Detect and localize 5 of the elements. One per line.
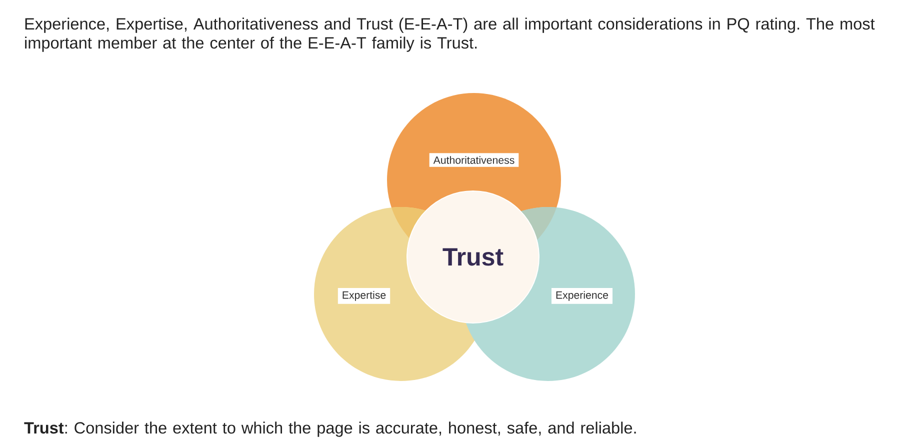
label-tag: Expertise <box>338 288 390 304</box>
definition-note: Trust: Consider the extent to which the page is accurate, honest, safe, and reliable. <box>24 422 636 437</box>
label-tag: Authoritativeness <box>429 153 519 167</box>
label-tag: Experience <box>551 288 613 304</box>
intro-paragraph: Experience, Expertise, Authoritativeness and Trust (E-E-A-T) are all important considerations in PQ rating. The most important member at the center of the E-E-A-T family is Trust. <box>25 18 875 52</box>
